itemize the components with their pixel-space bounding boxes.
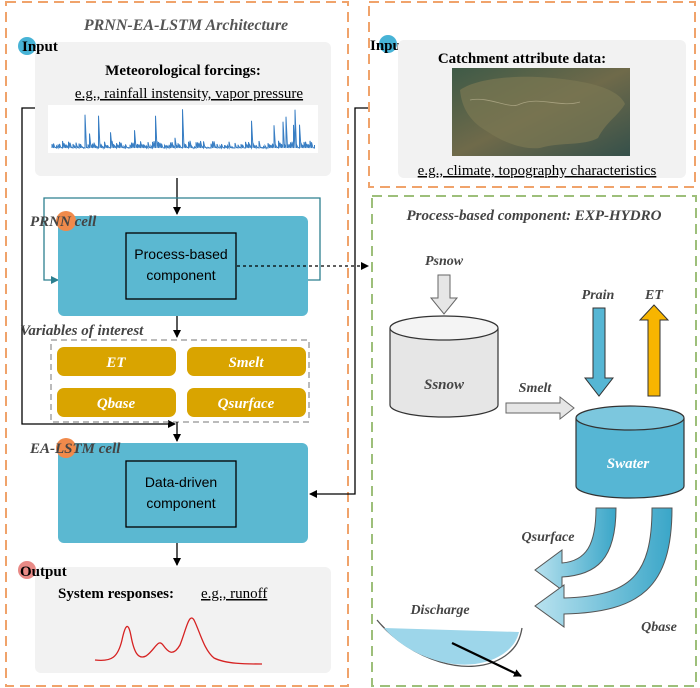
smelt-arrow [505,395,575,421]
prnn-dot-icon [56,211,76,231]
responses-title: System responses: [58,586,174,602]
output-dot-icon [18,561,36,579]
responses-example: e.g., runoff [201,586,267,602]
variable-qbase [57,388,176,417]
met-title: Meteorological forcings: [105,63,261,79]
psnow-arrow [429,274,459,315]
ssnow-tank [389,328,499,418]
psnow-label: Psnow [425,254,464,269]
arrow-bypass-to-ealstm [21,107,176,428]
discharge-channel-water [384,628,519,665]
input-dot-icon [18,37,36,55]
catchment-input-label: Input [370,38,406,54]
variable-et-label: ET [105,355,126,371]
ealstm-dot-icon [56,438,76,458]
runoff-curve [94,617,263,665]
catchment-input-dot-icon [379,35,397,53]
exphydro-title: Process-based component: EXP-HYDRO [407,208,662,224]
variable-qbase-label: Qbase [97,396,136,412]
variable-smelt-label: Smelt [228,355,264,371]
qbase-label: Qbase [641,620,677,635]
catchment-title: Catchment attribute data: [438,51,606,67]
swater-label: Swater [607,456,650,472]
output-label: Output [20,564,67,580]
variable-qsurface [187,388,306,417]
et-arrow [638,304,670,397]
data-component-line2: component [146,495,215,511]
process-component-line2: component [146,267,215,283]
process-component-line1: Process-based [134,246,227,262]
prnn-label: PRNN cell [30,214,97,230]
prain-arrow [583,307,615,397]
qsurface-arrow [534,507,617,591]
prnn-recurrent-loop [43,197,321,284]
met-example: e.g., rainfall instensity, vapor pressur… [75,86,303,102]
swater-tank-top [575,405,685,431]
output-box [35,567,331,673]
variable-smelt [187,347,306,376]
catchment-panel [368,1,696,188]
et-label: ET [644,288,664,303]
variable-et [57,347,176,376]
qsurface-label: Qsurface [522,530,575,545]
catchment-example: e.g., climate, topography characteristic… [418,163,657,179]
variable-qsurface-label: Qsurface [218,396,275,412]
data-component-line1: Data-driven [145,474,217,490]
ssnow-label: Ssnow [424,377,465,393]
ealstm-label: EA-LSTM cell [29,441,121,457]
swater-tank [575,418,685,499]
arrow-catchment-to-ealstm [309,107,368,498]
discharge-arrow [451,642,522,677]
discharge-label: Discharge [409,603,469,618]
catchment-map-detail [469,98,581,106]
qbase-arrow [534,507,673,628]
architecture-title: PRNN-EA-LSTM Architecture [83,17,288,34]
catchment-map-landmass [460,76,625,149]
variables-title: Variables of interest [20,323,144,339]
input-label: Input [22,39,58,55]
prain-label: Prain [582,288,615,303]
ssnow-tank-top [389,315,499,341]
rainfall-series-line [51,109,315,150]
exphydro-panel [371,195,697,687]
smelt-label: Smelt [519,381,553,396]
process-component-box [125,232,237,300]
data-component-box [125,460,237,528]
